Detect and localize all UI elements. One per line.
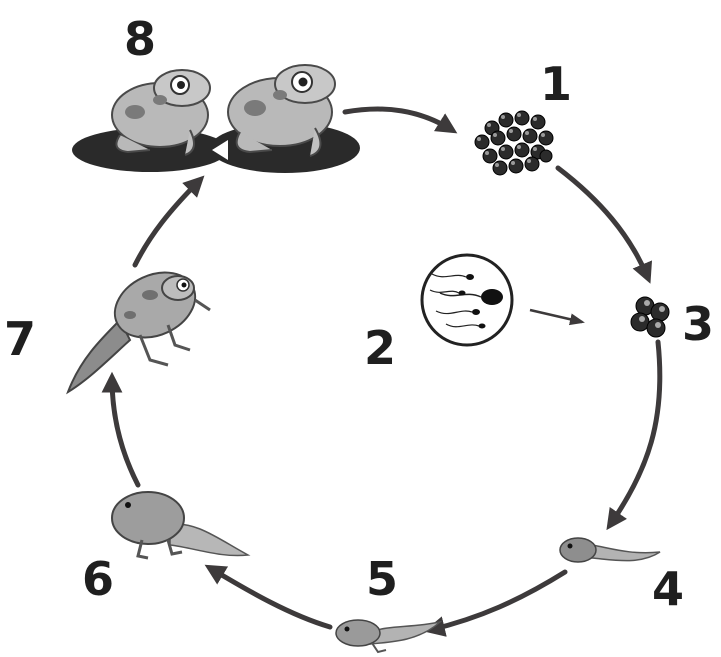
arrow-1-to-3 xyxy=(558,168,648,278)
arrow-5-to-6 xyxy=(210,568,330,627)
tadpole-icon xyxy=(560,538,660,562)
arrow-3-to-4 xyxy=(610,342,660,525)
tadpole-with-legs-icon xyxy=(112,492,248,558)
arrow-8-to-1 xyxy=(345,109,452,130)
adult-frogs-icon xyxy=(72,65,360,173)
sperm-cells-icon xyxy=(422,255,512,345)
arrow-4-to-5 xyxy=(430,572,565,630)
stage-number-5: 5 xyxy=(366,552,398,606)
stage-number-3: 3 xyxy=(682,297,714,351)
arrow-7-to-8 xyxy=(135,180,200,265)
stage-number-8: 8 xyxy=(124,12,156,66)
stage-number-4: 4 xyxy=(652,562,684,616)
egg-cluster-icon xyxy=(475,111,553,175)
stage-number-1: 1 xyxy=(540,57,572,111)
arrow-2-to-3 xyxy=(530,310,582,322)
stage-number-7: 7 xyxy=(4,312,36,366)
stage-number-6: 6 xyxy=(82,552,114,606)
tadpole-growing-icon xyxy=(336,620,440,652)
froglet-icon xyxy=(68,260,210,392)
fertilized-eggs-icon xyxy=(631,297,669,337)
arrow-6-to-7 xyxy=(112,378,138,485)
stage-number-2: 2 xyxy=(364,321,396,375)
